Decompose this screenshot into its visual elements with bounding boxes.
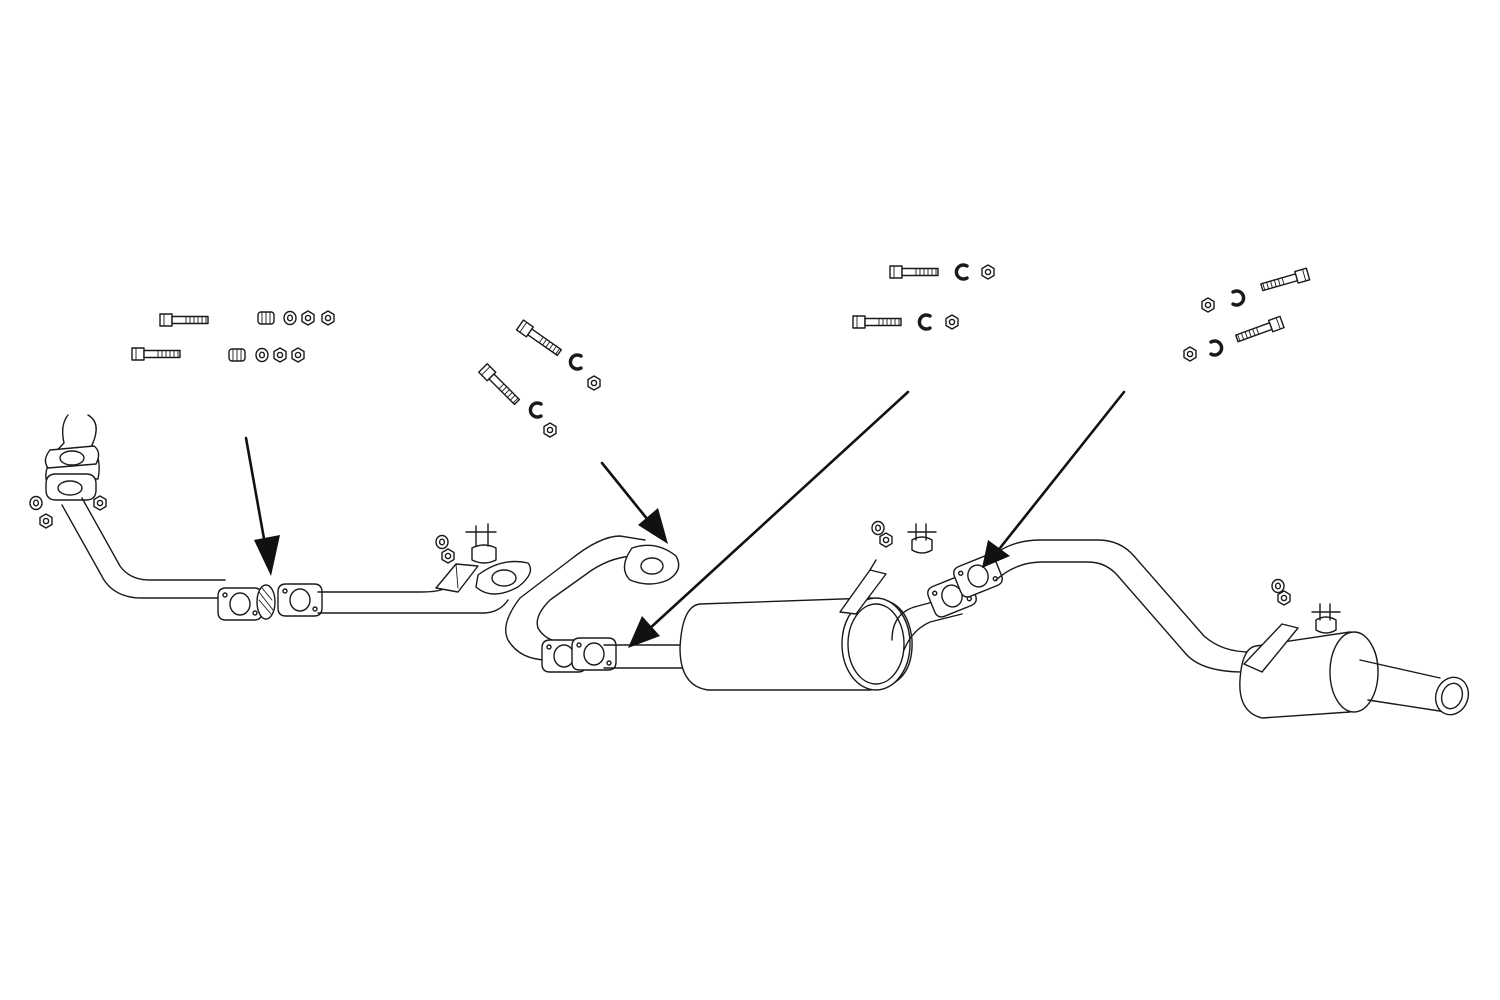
clip-1: [568, 353, 583, 371]
rear-pipe: [989, 539, 1251, 673]
silencer-joint-hardware: [852, 263, 995, 331]
nut-10: [1183, 346, 1197, 362]
arrows: [244, 390, 1126, 648]
arrow-silencer-joint: [628, 390, 910, 648]
nut-6: [543, 422, 557, 438]
bolt-7: [1259, 267, 1311, 294]
hanger-nut-1: [441, 548, 455, 564]
spring-2: [228, 348, 246, 362]
hanger-washer-1: [435, 534, 449, 550]
mid-flange-b: [571, 637, 617, 671]
nut-8: [945, 314, 959, 330]
spring-1: [257, 311, 275, 325]
clip-3: [954, 263, 969, 281]
clip-2: [528, 401, 543, 419]
manifold-flange: [29, 414, 107, 529]
tailpipe: [1359, 659, 1470, 716]
nut-5: [587, 375, 601, 391]
clip-4: [917, 313, 932, 331]
intermediate-pipe: [317, 587, 509, 614]
nut-9: [1201, 297, 1215, 313]
front-downpipe: [61, 497, 226, 599]
silencer-nut: [879, 532, 893, 548]
washer-2: [255, 347, 269, 363]
nut-3: [273, 347, 287, 363]
bolt-8: [1234, 315, 1285, 345]
rear-hanger-washer: [1271, 578, 1285, 594]
mid-joint-flange: [541, 637, 691, 673]
arrow-intermediate-joint: [600, 461, 668, 544]
bolt-4: [478, 363, 522, 407]
arrow-front-joint: [244, 436, 280, 576]
rear-hanger-nut: [1277, 590, 1291, 606]
rear-joint-hardware: [1183, 267, 1311, 362]
front-joint-hardware: [131, 310, 335, 363]
manifold-nut-2: [93, 495, 107, 511]
manifold-nut-1: [39, 513, 53, 529]
nut-4: [291, 347, 305, 363]
arrow-rear-joint: [982, 390, 1126, 568]
bolt-1: [159, 313, 209, 327]
nut-2: [321, 310, 335, 326]
front-joint-gasket: [217, 583, 323, 621]
bolt-2: [131, 347, 181, 361]
bolt-3: [515, 319, 564, 359]
nut-1: [301, 310, 315, 326]
manifold-washer: [29, 495, 43, 511]
front-flange-b: [277, 583, 323, 617]
silencer-hangers: [871, 520, 937, 554]
front-hanger: [435, 523, 532, 595]
silencer-washer: [871, 520, 885, 536]
washer-1: [283, 310, 297, 326]
nut-7: [981, 264, 995, 280]
centre-pipe-bend: [505, 535, 680, 661]
bolt-6: [852, 315, 902, 329]
bolt-5: [889, 265, 939, 279]
front-flange-a: [217, 587, 263, 621]
intermediate-joint-hardware: [478, 319, 601, 438]
rear-silencer: [1239, 578, 1379, 719]
clip-6: [1209, 339, 1224, 357]
clip-5: [1231, 289, 1246, 307]
centre-silencer: [679, 559, 963, 691]
